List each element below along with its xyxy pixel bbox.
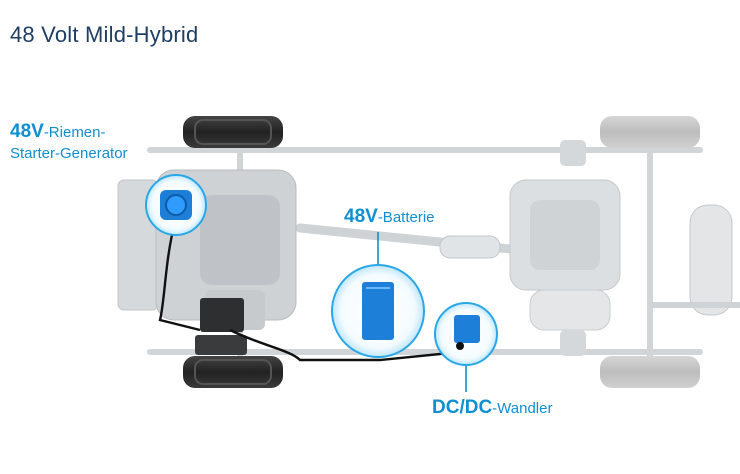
rsg-label-rest-2: Starter-Generator [10, 145, 128, 162]
12v-battery [195, 298, 247, 355]
dcdc-label: DC/DC-Wandler [432, 398, 552, 418]
belt-starter-generator [160, 190, 192, 220]
wheel-front-right [183, 356, 283, 388]
rsg-label: 48V-Riemen- Starter-Generator [10, 122, 128, 163]
page-title: 48 Volt Mild-Hybrid [10, 22, 199, 47]
dcdc-label-strong: DC/DC [432, 397, 493, 418]
wheel-rear-right [600, 356, 700, 388]
dcdc-converter [454, 315, 480, 350]
battery-label-rest: -Batterie [377, 209, 435, 226]
48v-battery [362, 282, 394, 340]
wheel-rear-left [600, 116, 700, 148]
battery-label-strong: 48V [344, 206, 378, 227]
dcdc-label-rest: -Wandler [492, 400, 553, 417]
battery-label: 48V-Batterie [344, 207, 435, 227]
rsg-label-rest-1: -Riemen- [43, 124, 106, 141]
rsg-label-strong: 48V [10, 121, 44, 142]
wheel-front-left [183, 116, 283, 148]
rear-axle [509, 140, 621, 356]
